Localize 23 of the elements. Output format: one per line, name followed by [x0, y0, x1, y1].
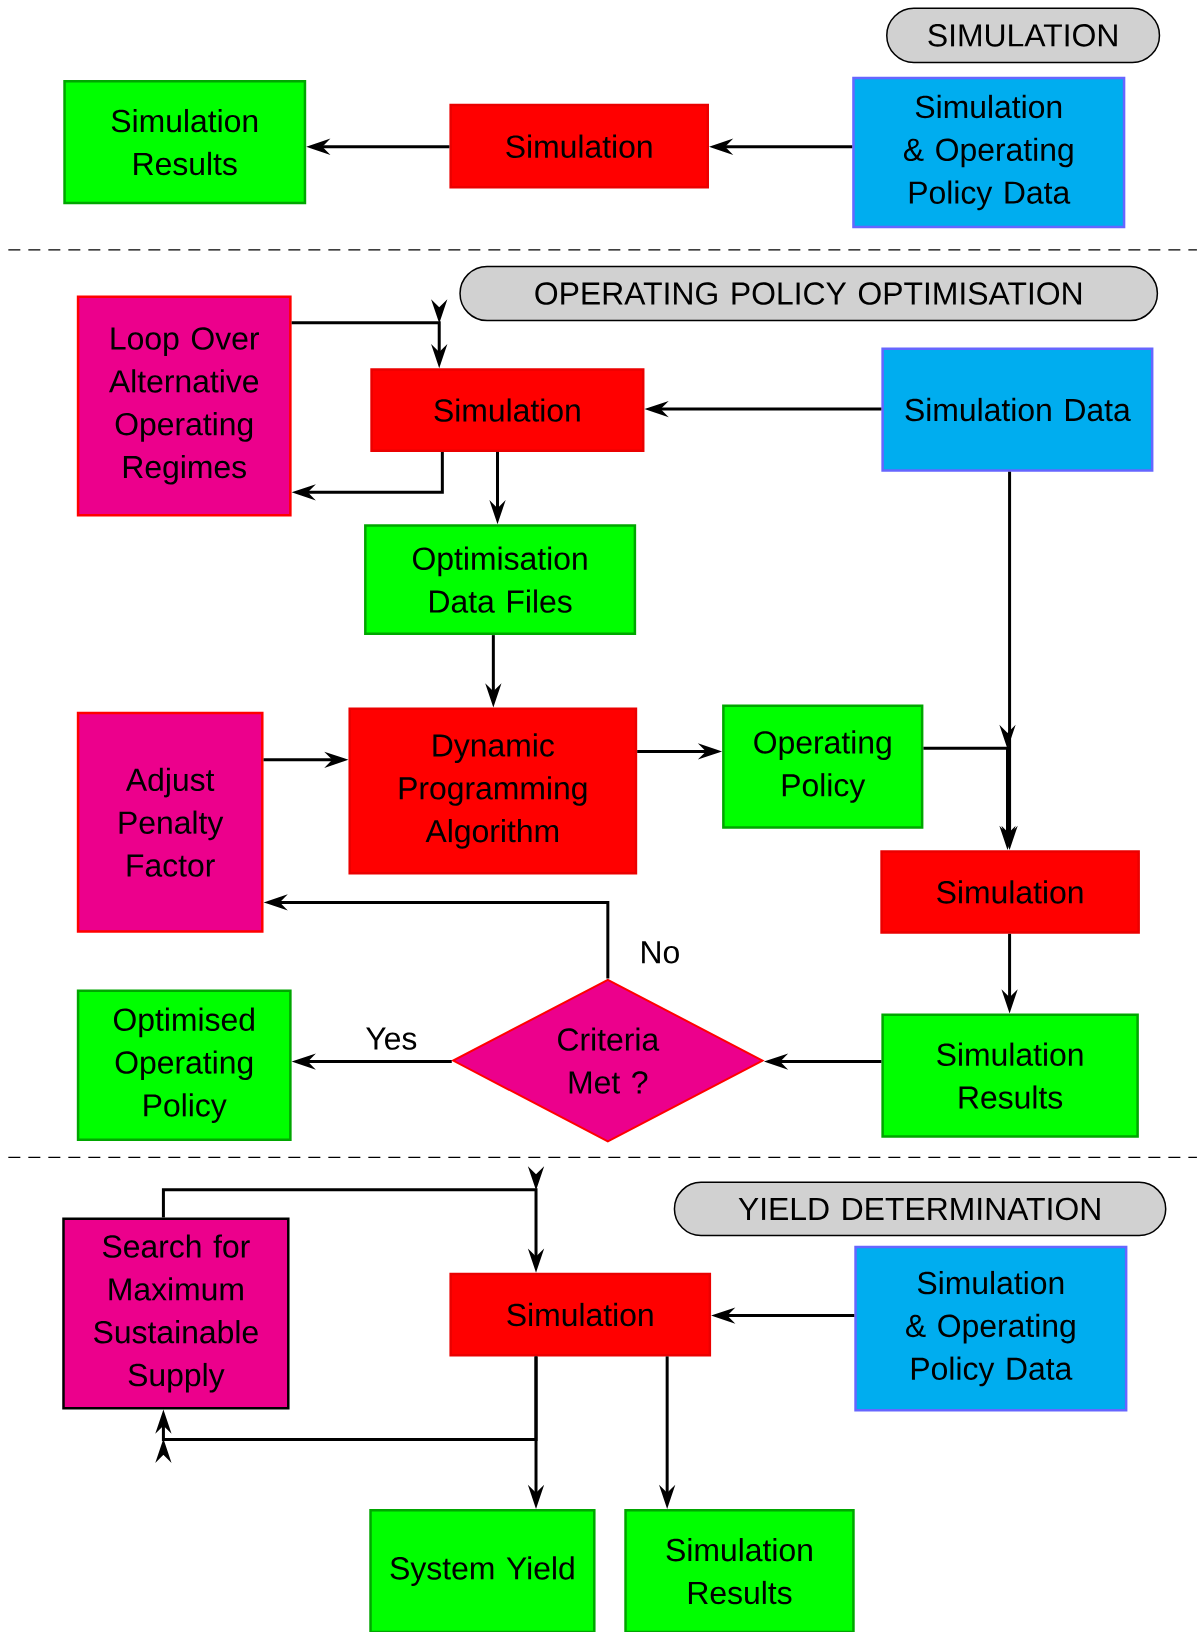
- section-label: YIELD DETERMINATION: [673, 1181, 1167, 1237]
- output-box: System Yield: [369, 1508, 596, 1632]
- section-label: OPERATING POLICY OPTIMISATION: [459, 265, 1159, 322]
- process-box: Simulation: [880, 850, 1140, 934]
- edge-label: Yes: [364, 1026, 419, 1051]
- output-box: Optimised Operating Policy: [76, 989, 292, 1141]
- output-box: Simulation Results: [63, 79, 307, 205]
- loop-box: Loop Over Alternative Operating Regimes: [76, 295, 292, 517]
- edge-label: No: [638, 940, 682, 965]
- process-box: Dynamic Programming Algorithm: [348, 707, 638, 875]
- output-box: Simulation Results: [624, 1508, 855, 1632]
- process-box: Simulation: [449, 1272, 712, 1357]
- output-box: Simulation Results: [881, 1013, 1139, 1138]
- section-label: SIMULATION: [886, 7, 1161, 64]
- data-box: Simulation & Operating Policy Data: [854, 1245, 1128, 1412]
- data-box: Simulation & Operating Policy Data: [852, 76, 1126, 229]
- output-box: Optimisation Data Files: [364, 524, 637, 636]
- data-box: Simulation Data: [881, 347, 1154, 472]
- process-box: Simulation: [370, 368, 645, 452]
- loop-box: Adjust Penalty Factor: [76, 711, 264, 933]
- loop-box: Search for Maximum Sustainable Supply: [62, 1217, 290, 1410]
- output-box: Operating Policy: [722, 704, 924, 829]
- process-box: Simulation: [449, 103, 709, 189]
